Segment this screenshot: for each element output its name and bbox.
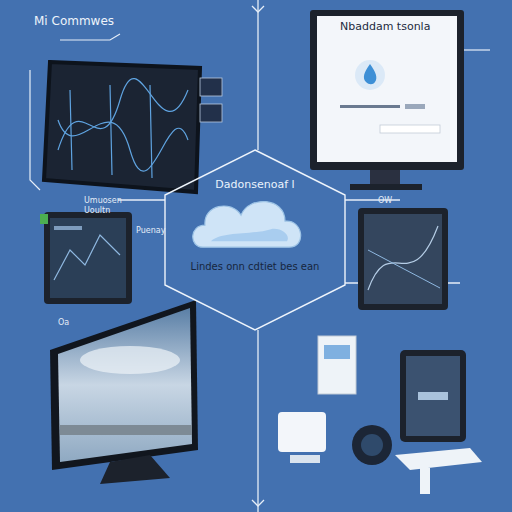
- hub-caption: Lindes onn cdtiet bes ean: [191, 261, 320, 273]
- sky-monitor: [50, 300, 198, 484]
- device-label: Umuosen: [84, 196, 122, 205]
- device-label: OW: [378, 196, 392, 205]
- hexagon-outline: [165, 150, 345, 330]
- device-label: Puenay: [136, 226, 165, 235]
- chart-tablet: [40, 212, 132, 304]
- device-label: Uoultn: [84, 206, 110, 215]
- waveform-monitor: [30, 34, 222, 192]
- hexagon-hub: Dadonsenoaf l Lindes onn cdtiet bes ean: [165, 150, 345, 330]
- screen-title: Nbaddam tsonla: [340, 20, 430, 33]
- dashboard-monitor: [310, 10, 490, 190]
- device-label: Oa: [58, 318, 69, 327]
- cloud-icon: [193, 202, 301, 248]
- graph-tablet: [358, 208, 448, 310]
- device-cluster: [278, 336, 482, 494]
- hub-heading: Dadonsenoaf l: [215, 178, 294, 191]
- panel-title: Mi Commwes: [34, 14, 114, 28]
